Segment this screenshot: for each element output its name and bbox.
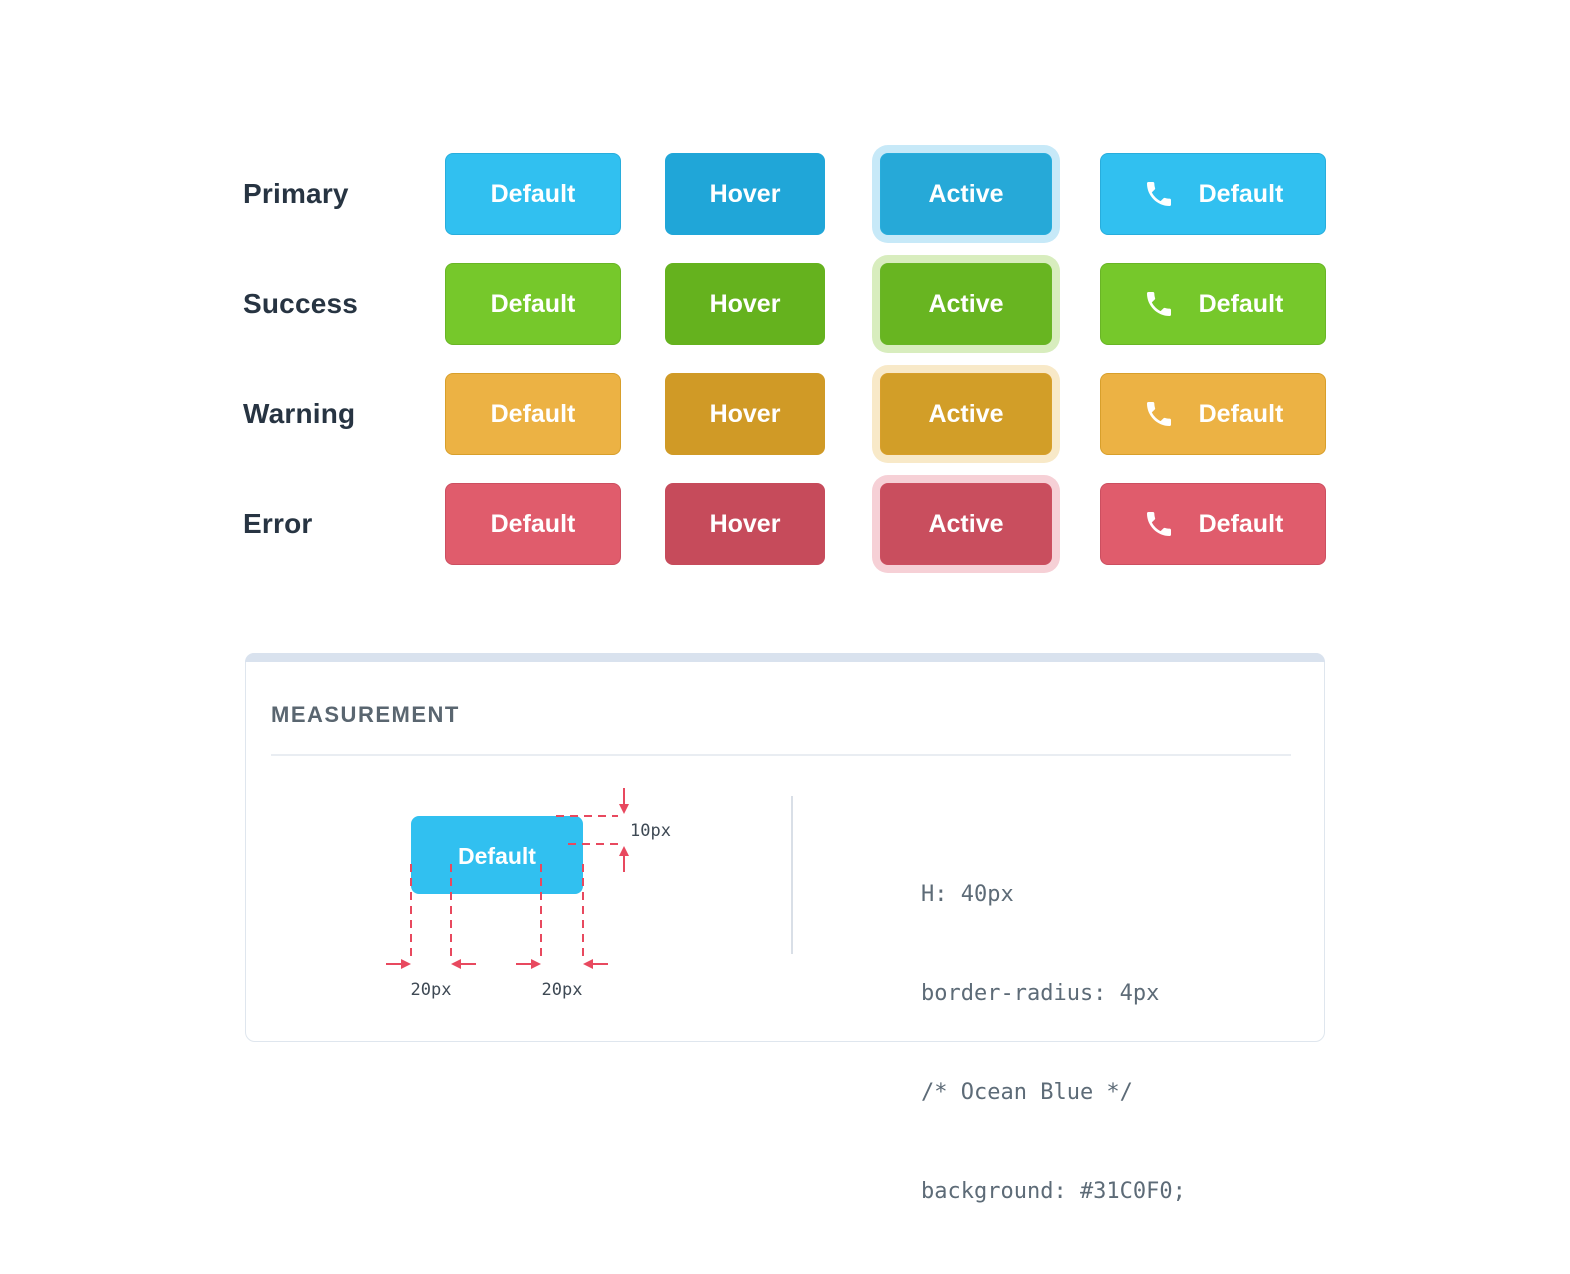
button-row-warning: Warning Default Hover Active Default: [243, 373, 1326, 455]
button-label: Active: [928, 289, 1004, 318]
row-label-error: Error: [243, 508, 313, 539]
row-label-primary: Primary: [243, 178, 349, 209]
top-gap-label: 10px: [630, 821, 671, 841]
button-label: Active: [928, 179, 1004, 208]
warning-icon-default-button[interactable]: Default: [1100, 373, 1326, 455]
code-line: H: 40px: [921, 882, 1014, 907]
button-row-error: Error Default Hover Active Default: [243, 483, 1326, 565]
code-line: /* Ocean Blue */: [921, 1080, 1133, 1105]
button-row-success: Success Default Hover Active Default: [243, 263, 1326, 345]
button-label: Active: [928, 509, 1004, 538]
measurement-diagram: Default 10px: [386, 788, 671, 1000]
row-label-success: Success: [243, 288, 359, 319]
button-label: Default: [1198, 399, 1284, 428]
warning-hover-button[interactable]: Hover: [665, 373, 825, 455]
button-label: Hover: [709, 179, 781, 208]
title-divider: [271, 754, 1291, 756]
button-label: Default: [490, 179, 576, 208]
button-label: Default: [1198, 289, 1284, 318]
code-line: background: #31C0F0;: [921, 1179, 1186, 1204]
row-label-warning: Warning: [243, 398, 356, 429]
success-active-button[interactable]: Active: [880, 263, 1052, 345]
sample-button-label: Default: [458, 843, 536, 869]
measurement-title: MEASUREMENT: [271, 702, 460, 727]
button-states-grid: Primary Default Hover Active Default Suc…: [243, 153, 1326, 593]
card-top-strip: [245, 653, 1325, 662]
button-label: Default: [1198, 179, 1284, 208]
button-row-primary: Primary Default Hover Active Default: [243, 153, 1326, 235]
primary-active-button[interactable]: Active: [880, 153, 1052, 235]
button-label: Active: [928, 399, 1004, 428]
warning-default-button[interactable]: Default: [445, 373, 621, 455]
phone-icon: [1146, 402, 1171, 426]
error-active-button[interactable]: Active: [880, 483, 1052, 565]
success-hover-button[interactable]: Hover: [665, 263, 825, 345]
error-icon-default-button[interactable]: Default: [1100, 483, 1326, 565]
right-pad-label: 20px: [542, 980, 583, 1000]
phone-icon: [1146, 182, 1171, 206]
vertical-divider: [791, 796, 793, 954]
button-label: Default: [1198, 509, 1284, 538]
dashed-guides: [410, 815, 618, 956]
button-label: Hover: [709, 509, 781, 538]
primary-hover-button[interactable]: Hover: [665, 153, 825, 235]
warning-active-button[interactable]: Active: [880, 373, 1052, 455]
measurement-card: MEASUREMENT H: 40px border-radius: 4px /…: [245, 653, 1325, 1204]
phone-icon: [1146, 292, 1171, 316]
button-label: Hover: [709, 399, 781, 428]
primary-default-button[interactable]: Default: [445, 153, 621, 235]
button-label: Default: [490, 509, 576, 538]
arrow-heads: [401, 804, 629, 969]
code-line: border-radius: 4px: [921, 981, 1160, 1006]
button-label: Default: [490, 399, 576, 428]
left-pad-label: 20px: [411, 980, 452, 1000]
button-label: Hover: [709, 289, 781, 318]
error-default-button[interactable]: Default: [445, 483, 621, 565]
error-hover-button[interactable]: Hover: [665, 483, 825, 565]
phone-icon: [1146, 512, 1171, 536]
primary-icon-default-button[interactable]: Default: [1100, 153, 1326, 235]
button-label: Default: [490, 289, 576, 318]
css-spec-code: H: 40px border-radius: 4px /* Ocean Blue…: [921, 812, 1186, 1274]
success-icon-default-button[interactable]: Default: [1100, 263, 1326, 345]
sample-default-button: [411, 816, 583, 894]
success-default-button[interactable]: Default: [445, 263, 621, 345]
